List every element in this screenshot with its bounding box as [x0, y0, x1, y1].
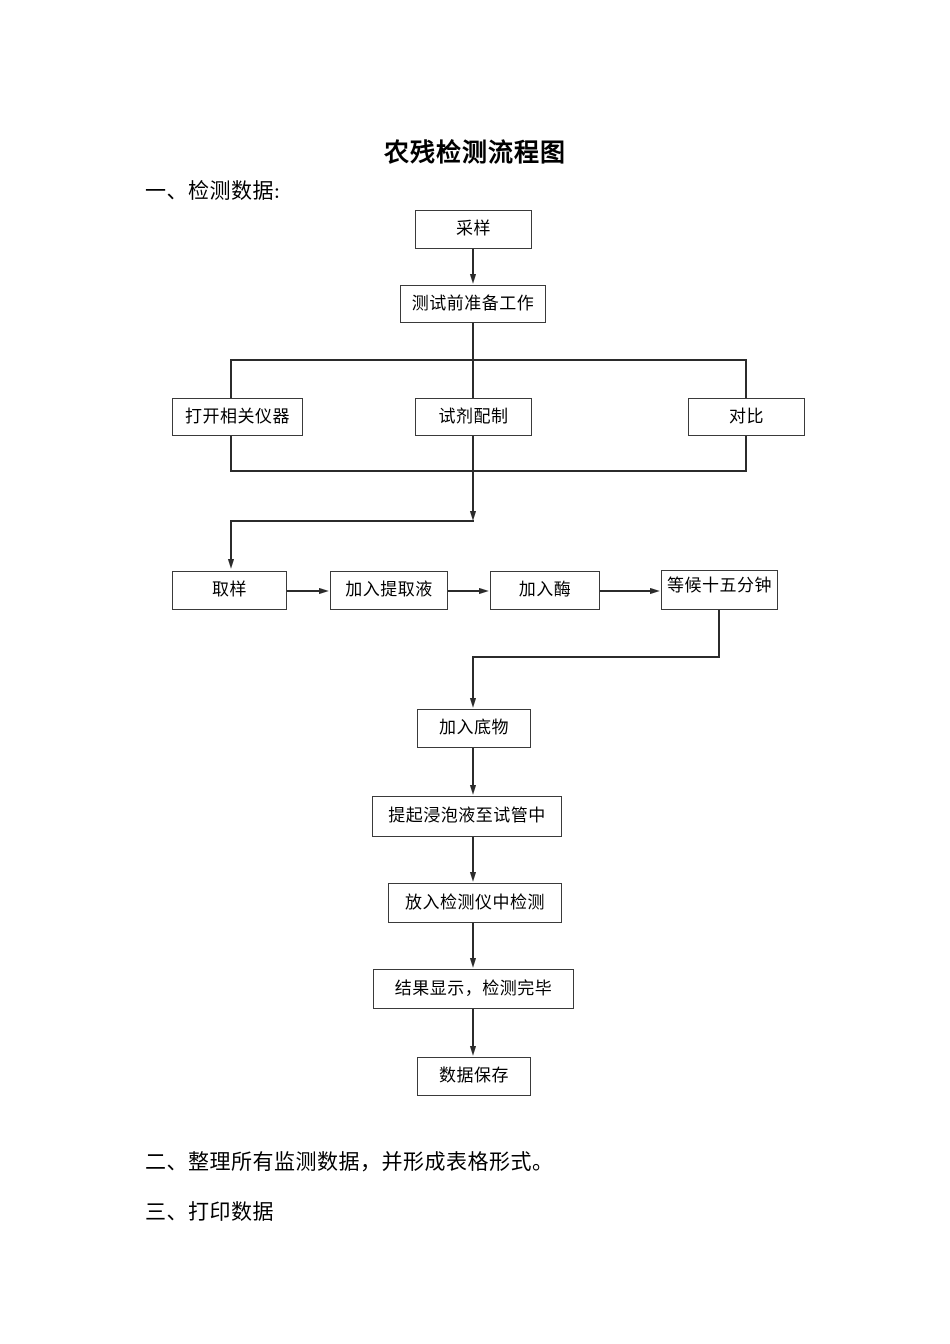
- flow-node-add-substrate[interactable]: 加入底物: [417, 709, 531, 748]
- section-paragraph-1: 一、检测数据:: [145, 179, 281, 203]
- flow-node-sampling[interactable]: 采样: [415, 210, 532, 249]
- flow-node-take-sample[interactable]: 取样: [172, 571, 287, 610]
- page-title: 农残检测流程图: [383, 139, 566, 167]
- flow-node-label: 对比: [729, 407, 764, 426]
- flow-node-label: 采样: [456, 219, 491, 238]
- flow-node-open-instruments[interactable]: 打开相关仪器: [172, 398, 303, 436]
- flow-node-add-extraction-liquid[interactable]: 加入提取液: [330, 571, 448, 610]
- flow-node-transfer-soak-liquid[interactable]: 提起浸泡液至试管中: [372, 796, 562, 837]
- flow-node-label: 加入底物: [439, 718, 509, 737]
- flow-node-save-data[interactable]: 数据保存: [417, 1057, 531, 1096]
- flow-node-label: 结果显示，检测完毕: [394, 979, 553, 998]
- flow-node-label: 数据保存: [439, 1066, 509, 1085]
- flow-node-label: 放入检测仪中检测: [405, 893, 545, 912]
- flow-node-add-enzyme[interactable]: 加入酶: [490, 571, 600, 610]
- flow-node-label: 试剂配制: [438, 407, 509, 426]
- flow-node-label: 取样: [212, 580, 247, 599]
- flow-node-comparison[interactable]: 对比: [688, 398, 805, 436]
- flow-node-label: 加入酶: [518, 580, 572, 599]
- flow-node-label: 打开相关仪器: [185, 407, 290, 426]
- section-paragraph-2: 二、整理所有监测数据，并形成表格形式。: [145, 1150, 554, 1174]
- flow-node-pretest-preparation[interactable]: 测试前准备工作: [400, 285, 546, 323]
- flow-node-label: 提起浸泡液至试管中: [388, 806, 546, 825]
- flow-node-label: 加入提取液: [345, 580, 433, 599]
- flow-node-label: 测试前准备工作: [411, 294, 535, 313]
- flow-node-reagent-preparation[interactable]: 试剂配制: [415, 398, 532, 436]
- flow-node-result-displayed[interactable]: 结果显示，检测完毕: [373, 969, 574, 1009]
- flow-node-label: 等候十五分钟: [667, 576, 772, 595]
- flow-node-wait-fifteen-minutes[interactable]: 等候十五分钟: [661, 570, 778, 610]
- section-paragraph-3: 三、打印数据: [145, 1200, 274, 1224]
- flow-node-place-in-detector[interactable]: 放入检测仪中检测: [388, 883, 562, 923]
